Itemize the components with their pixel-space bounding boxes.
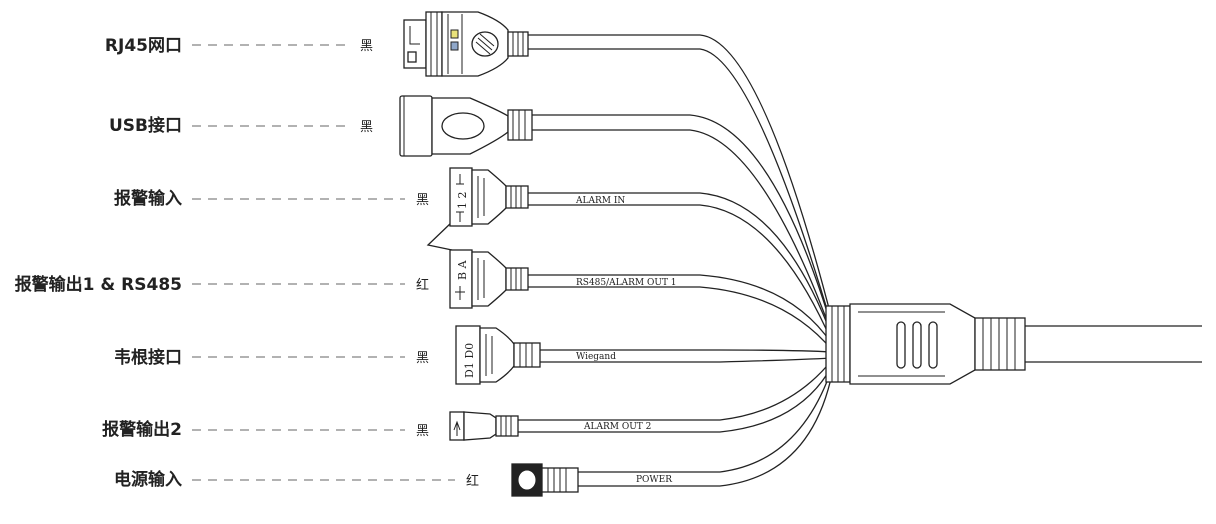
- alarm-in-relief: [505, 185, 529, 209]
- rj45-led: [450, 29, 459, 39]
- rj45-led: [450, 41, 459, 51]
- alarm-out2-body: [463, 411, 497, 441]
- wiegand-body: [479, 327, 515, 383]
- alarm-out2-relief: [495, 415, 519, 437]
- cable-alarm-in-b: [528, 204, 833, 343]
- alarm-in-body: [471, 169, 507, 225]
- cable-rj45-b: [528, 48, 833, 327]
- cable-usb-a: [532, 114, 833, 329]
- alarm-out2-connector: [449, 411, 519, 441]
- power-jack-hole: [517, 469, 537, 491]
- cable-rj45-a: [528, 34, 833, 321]
- power-connector: [511, 463, 579, 497]
- wiegand-terminal: D1 D0: [455, 325, 541, 385]
- cable-label-rs485: RS485/ALARM OUT 1: [576, 278, 677, 288]
- label-rj45: RJ45网口: [105, 36, 182, 56]
- cable-alarm-out2-b: [518, 365, 833, 433]
- rs485-relief: [505, 267, 529, 291]
- main-cable: [1025, 325, 1202, 363]
- cable-label-wiegand: Wiegand: [576, 352, 616, 362]
- color-alarm-out1-rs485: 红: [416, 277, 429, 293]
- rj45-nut: [425, 11, 443, 77]
- usb-connector: [399, 95, 533, 157]
- wiegand-relief: [513, 342, 541, 368]
- color-power: 红: [466, 473, 479, 489]
- label-wiegand: 韦根接口: [114, 347, 182, 368]
- alarm-in-terminal: 1 2: [449, 167, 529, 227]
- rs485-terminal: B A: [449, 249, 529, 309]
- alarm-in-pins: 1 2: [456, 192, 469, 210]
- rj45-clip: [407, 51, 417, 63]
- cable-power-b: [578, 373, 833, 487]
- cable-wiegand-a: [540, 349, 833, 353]
- label-power: 电源输入: [114, 469, 182, 490]
- color-usb: 黑: [360, 120, 373, 135]
- cable-rs485-b: [528, 286, 833, 351]
- cable-power-a: [578, 367, 833, 473]
- label-alarm-out2: 报警输出2: [102, 419, 182, 440]
- alarm-out2-symbol: [453, 420, 461, 436]
- color-wiegand: 黑: [416, 351, 429, 366]
- cables: [426, 34, 833, 487]
- rj45-latch: [409, 26, 420, 45]
- color-alarm-in: 黑: [416, 193, 429, 208]
- cable-rs485-a: [528, 274, 833, 345]
- label-alarm-in: 报警输入: [114, 188, 182, 209]
- rj45-connector: [403, 11, 529, 77]
- wiegand-pins: D1 D0: [463, 343, 476, 378]
- cable-label-alarm-in: ALARM IN: [575, 196, 625, 206]
- alarm-in-ground-symbol: [456, 174, 464, 222]
- cable-usb-b: [532, 129, 833, 335]
- label-usb: USB接口: [109, 115, 182, 136]
- usb-strain-relief: [507, 109, 533, 141]
- cable-wiegand-b: [540, 357, 833, 363]
- cable-label-power: POWER: [636, 475, 672, 485]
- rs485-symbol: [455, 286, 465, 300]
- cable-alarm-in-a: [528, 192, 833, 337]
- cable-labels: ALARM IN RS485/ALARM OUT 1 Wiegand ALARM…: [575, 196, 677, 485]
- cable-label-alarm-out2: ALARM OUT 2: [583, 422, 651, 432]
- rs485-body: [471, 251, 507, 307]
- hub-connector: [825, 303, 1202, 385]
- usb-grip: [441, 112, 485, 140]
- color-rj45: 黑: [360, 39, 373, 54]
- rs485-pins: B A: [456, 259, 469, 280]
- hub-slot: [912, 321, 922, 369]
- usb-shell: [399, 95, 433, 157]
- color-alarm-out2: 黑: [416, 424, 429, 439]
- hub-slot: [928, 321, 938, 369]
- alarm-bridge: [426, 221, 453, 251]
- hub-slot: [896, 321, 906, 369]
- interface-labels: RJ45网口 黑 USB接口 黑 报警输入 黑 报警输出1 & RS485 红 …: [15, 36, 479, 490]
- cable-alarm-out2-a: [518, 359, 833, 421]
- label-alarm-out1-rs485: 报警输出1 & RS485: [15, 274, 182, 295]
- rj45-grip-texture: [475, 33, 495, 55]
